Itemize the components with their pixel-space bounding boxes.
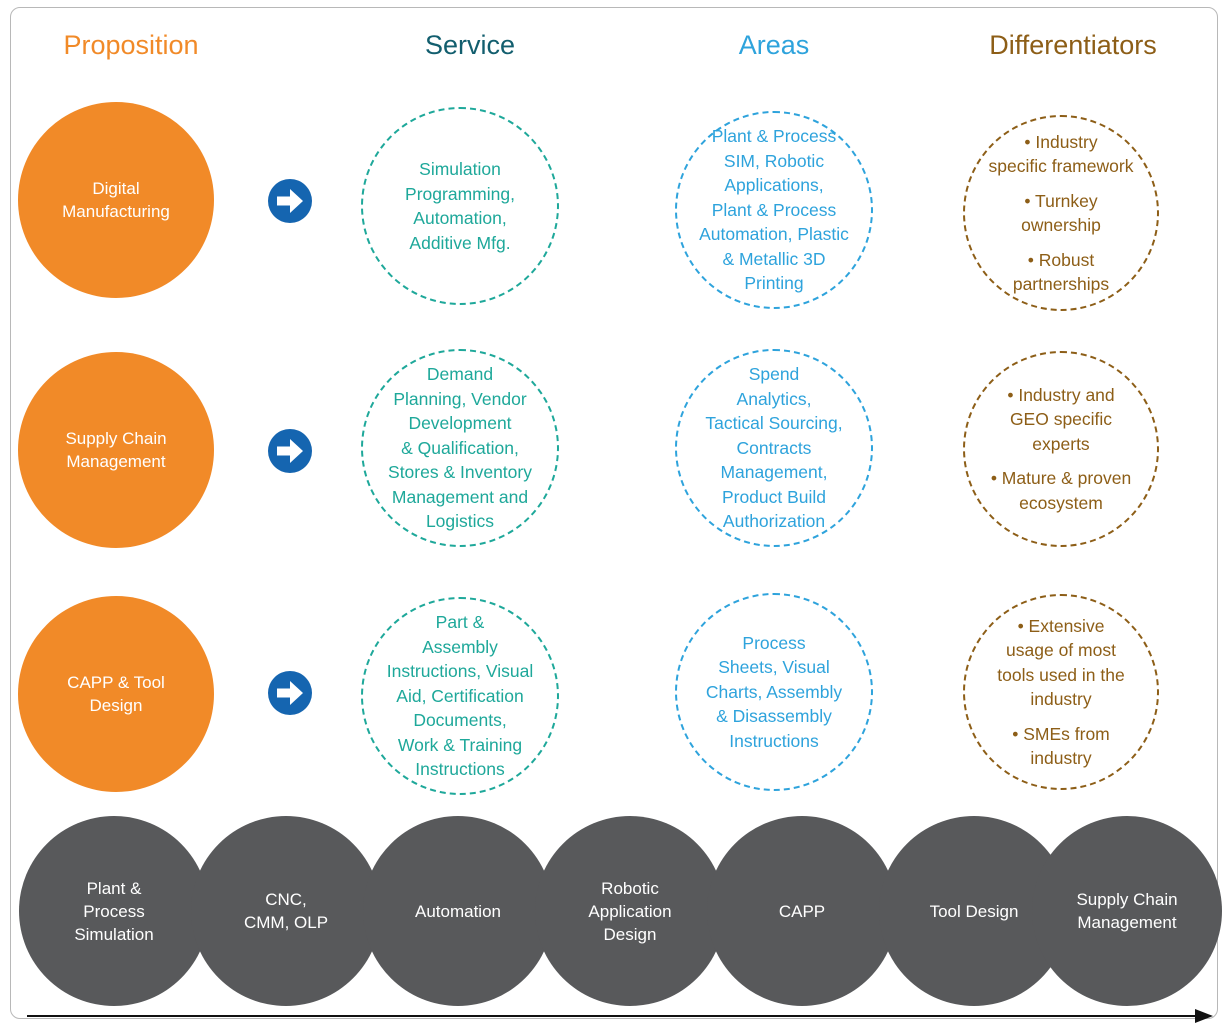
diagram-frame — [10, 7, 1218, 1019]
proposition-circle-digital-manufacturing: Digital Manufacturing — [18, 102, 214, 298]
differentiator-item: • Extensive usage of most tools used in … — [997, 615, 1125, 710]
differentiator-item: • Turnkey ownership — [1021, 190, 1101, 236]
header-areas: Areas — [738, 30, 810, 60]
arrow-right-circle-icon — [268, 429, 312, 473]
capability-robotic-application-design: Robotic Application Design — [535, 816, 725, 1006]
differentiator-item: • Robust partnerships — [1012, 249, 1110, 295]
arrow-right-circle-icon — [268, 671, 312, 715]
service-circle-supply-chain: Demand Planning, Vendor Development & Qu… — [361, 349, 559, 547]
service-circle-digital-manufacturing: Simulation Programming, Automation, Addi… — [361, 107, 559, 305]
header-proposition: Proposition — [63, 30, 199, 60]
differentiator-item: • Industry and GEO specific experts — [1007, 384, 1115, 454]
differentiator-item: • Industry specific framework — [988, 131, 1134, 177]
long-arrow-right-icon — [27, 1009, 1213, 1023]
areas-circle-supply-chain: Spend Analytics, Tactical Sourcing, Cont… — [675, 349, 873, 547]
capability-automation: Automation — [363, 816, 553, 1006]
differentiators-circle-capp-tool-design: • Extensive usage of most tools used in … — [963, 594, 1159, 790]
capability-supply-chain-management: Supply Chain Management — [1032, 816, 1222, 1006]
capability-plant-process-simulation: Plant & Process Simulation — [19, 816, 209, 1006]
differentiator-item: • SMEs from industry — [1012, 723, 1110, 769]
header-service: Service — [424, 30, 516, 60]
proposition-circle-supply-chain: Supply Chain Management — [18, 352, 214, 548]
areas-circle-digital-manufacturing: Plant & Process SIM, Robotic Application… — [675, 111, 873, 309]
arrow-right-circle-icon — [268, 179, 312, 223]
service-circle-capp-tool-design: Part & Assembly Instructions, Visual Aid… — [361, 597, 559, 795]
differentiator-item: • Mature & proven ecosystem — [990, 468, 1132, 513]
header-differentiators: Differentiators — [989, 30, 1157, 60]
capability-cnc-cmm-olp: CNC, CMM, OLP — [191, 816, 381, 1006]
proposition-circle-capp-tool-design: CAPP & Tool Design — [18, 596, 214, 792]
differentiators-circle-supply-chain: • Industry and GEO specific experts • Ma… — [963, 351, 1159, 547]
areas-circle-capp-tool-design: Process Sheets, Visual Charts, Assembly … — [675, 593, 873, 791]
differentiators-circle-digital-manufacturing: • Industry specific framework • Turnkey … — [963, 115, 1159, 311]
capability-capp: CAPP — [707, 816, 897, 1006]
